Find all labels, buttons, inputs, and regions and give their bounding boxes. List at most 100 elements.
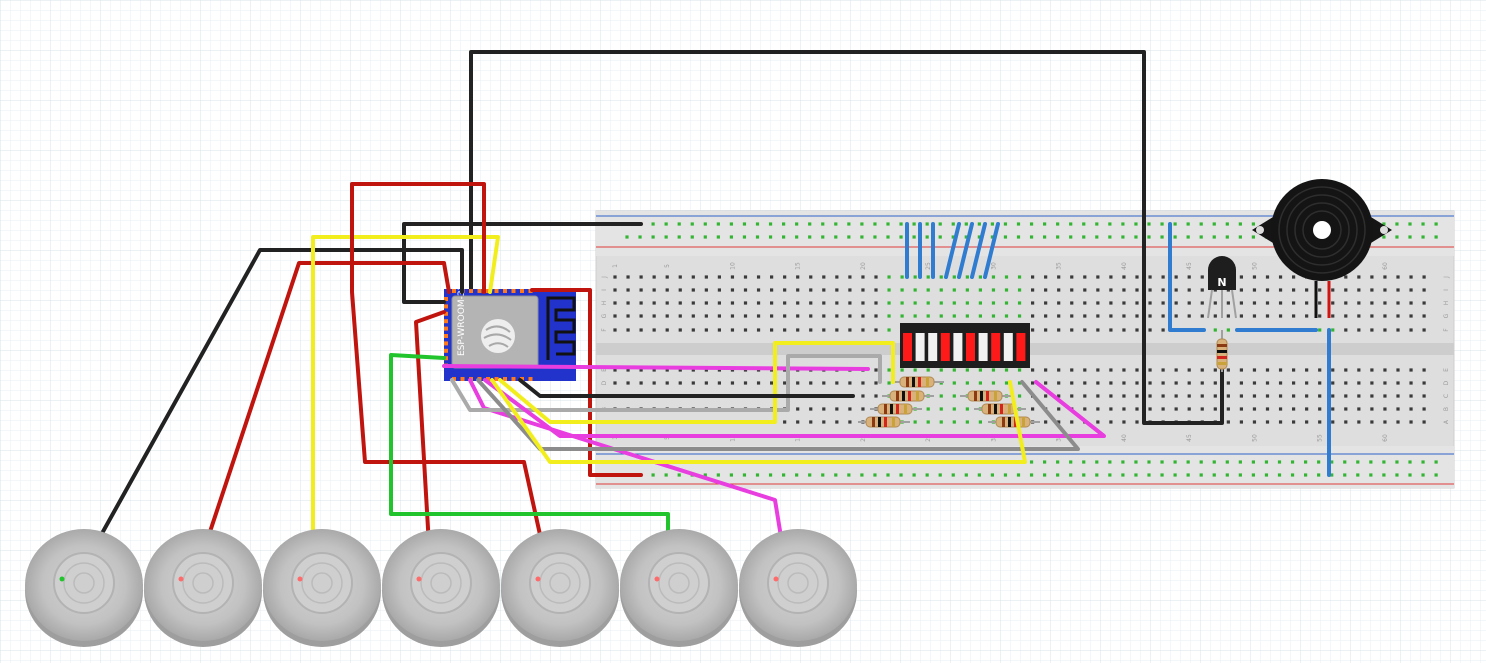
breadboard-hole: [783, 328, 787, 332]
breadboard-hole: [783, 314, 787, 318]
breadboard-hole: [1383, 328, 1387, 332]
breadboard-hole: [991, 275, 996, 279]
wire-blue-5: [957, 222, 974, 279]
buzzer: [1252, 179, 1392, 318]
breadboard-hole: [1422, 275, 1426, 279]
breadboard-hole: [1252, 381, 1257, 385]
breadboard-hole: [874, 301, 878, 305]
breadboard-hole: [1292, 314, 1296, 318]
wire-red-sensor-4: [350, 182, 552, 582]
breadboard-hole: [1135, 368, 1139, 372]
row-label: H: [601, 301, 608, 306]
rail-hole: [1356, 473, 1360, 477]
breadboard-hole: [1004, 288, 1009, 292]
breadboard-hole: [639, 288, 643, 292]
breadboard-hole: [1200, 301, 1204, 305]
rail-hole: [1421, 235, 1425, 239]
breadboard-hole: [1370, 314, 1374, 318]
led-segment: [978, 333, 988, 361]
rail-hole: [847, 235, 851, 239]
rail-hole: [1369, 473, 1373, 477]
breadboard-hole: [1161, 314, 1165, 318]
led-segment: [966, 333, 975, 361]
breadboard-hole: [900, 368, 904, 372]
rail-hole: [1264, 460, 1269, 464]
rail-hole: [1108, 473, 1112, 477]
rail-hole: [742, 222, 747, 226]
rail-hole: [1330, 473, 1334, 477]
breadboard-hole: [1318, 407, 1322, 411]
rail-hole: [795, 222, 799, 226]
breadboard-hole: [887, 275, 891, 279]
breadboard-hole: [1109, 368, 1113, 372]
led-bargraph: [900, 323, 1030, 368]
breadboard-hole: [652, 381, 656, 385]
breadboard-hole: [965, 368, 969, 372]
column-label-top: 30: [990, 262, 997, 270]
breadboard-hole: [1292, 301, 1296, 305]
wire-pink-2: [483, 378, 1106, 438]
breadboard-hole: [1383, 394, 1387, 398]
breadboard-hole: [952, 288, 956, 292]
breadboard-hole: [1122, 301, 1126, 305]
breadboard-hole: [1344, 288, 1348, 292]
breadboard-hole: [835, 407, 839, 411]
rail-hole: [1199, 235, 1203, 239]
rail-hole: [716, 473, 720, 477]
breadboard-hole: [1396, 394, 1400, 398]
rail-hole: [1003, 235, 1008, 239]
rail-hole: [1173, 222, 1177, 226]
breadboard-hole: [1044, 381, 1048, 385]
breadboard-hole: [1422, 381, 1426, 385]
breadboard-hole: [1344, 275, 1348, 279]
rail-hole: [1056, 222, 1060, 226]
breadboard-hole: [1357, 314, 1361, 318]
resistor-vertical: [1216, 330, 1228, 372]
breadboard-hole: [1292, 407, 1296, 411]
wire-red-sensor-2: [192, 261, 451, 582]
breadboard-hole: [1265, 420, 1270, 424]
breadboard-hole: [1409, 407, 1413, 411]
column-label-top: 25: [925, 262, 932, 270]
rail-hole: [808, 235, 812, 239]
rail-hole: [1121, 473, 1125, 477]
rail-hole: [990, 235, 994, 239]
breadboard-hole: [1422, 420, 1426, 424]
breadboard-hole: [1252, 288, 1257, 292]
breadboard-hole: [900, 288, 904, 292]
breadboard-hole: [926, 407, 930, 411]
breadboard-hole: [1252, 407, 1257, 411]
rail-hole: [1421, 222, 1425, 226]
rail-hole: [1016, 473, 1021, 477]
breadboard-hole: [704, 381, 708, 385]
breadboard-hole: [1278, 288, 1283, 292]
rail-hole: [951, 222, 955, 226]
rail-hole: [899, 473, 903, 477]
breadboard-hole: [1096, 420, 1100, 424]
breadboard-hole: [1109, 394, 1113, 398]
breadboard-hole: [926, 314, 930, 318]
breadboard-hole: [1096, 381, 1100, 385]
breadboard-hole: [796, 301, 800, 305]
rail-hole: [1056, 473, 1060, 477]
breadboard-hole: [952, 301, 956, 305]
breadboard-hole: [1057, 301, 1061, 305]
rail-hole: [938, 235, 942, 239]
resistor: [974, 403, 1026, 415]
breadboard-hole: [1070, 381, 1074, 385]
rail-hole: [1251, 235, 1255, 239]
breadboard-hole: [1383, 314, 1387, 318]
breadboard-hole: [1396, 368, 1400, 372]
wire-white-outline-1: [450, 354, 882, 412]
breadboard-hole: [822, 381, 826, 385]
breadboard-hole: [1122, 381, 1126, 385]
breadboard-hole: [652, 288, 656, 292]
breadboard-hole: [1396, 288, 1400, 292]
breadboard-hole: [874, 394, 878, 398]
breadboard-hole: [1148, 407, 1152, 411]
rail-hole: [834, 473, 838, 477]
rail-hole: [1056, 460, 1060, 464]
breadboard-hole: [1422, 328, 1426, 332]
breadboard-hole: [1174, 368, 1178, 372]
rail-hole: [1160, 235, 1164, 239]
